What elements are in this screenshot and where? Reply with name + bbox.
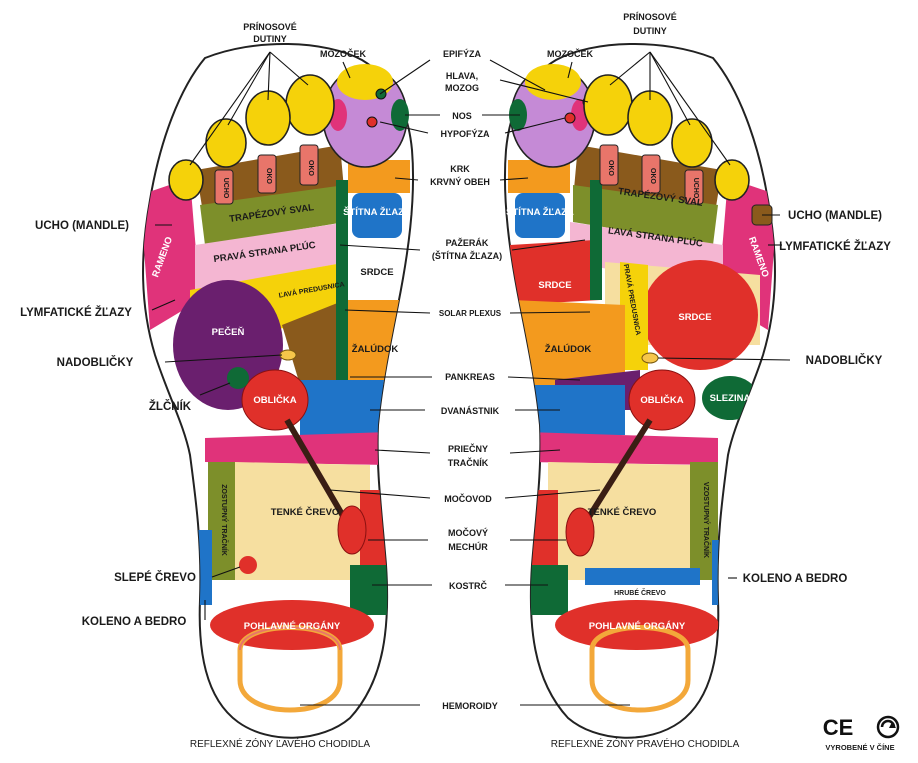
- left-toe-5: [169, 160, 203, 200]
- right-toe-2: [584, 75, 632, 135]
- left-stomach-label: ŽALÚDOK: [352, 343, 399, 355]
- left-thyroid-label: ŠTÍTNA ŽĽAZA: [343, 206, 411, 218]
- label-pazerak: PAŽERÁK(ŠTÍTNA ŽĽAZA): [432, 237, 502, 261]
- label-ucho-left: UCHO (MANDLE): [35, 220, 129, 232]
- label-solar-plexus: SOLAR PLEXUS: [439, 309, 502, 318]
- left-liver-label: PEČEŇ: [212, 326, 245, 338]
- made-in-china-label: VYROBENÉ V ČÍNE: [825, 743, 894, 752]
- label-hemoroidy: HEMOROIDY: [442, 701, 498, 711]
- right-small-heart-label: SRDCE: [538, 280, 571, 291]
- left-ucho-label: UCHO: [222, 178, 229, 199]
- label-slepe-crevo: SLEPÉ ČREVO: [114, 571, 196, 584]
- left-heart-label: SRDCE: [360, 267, 393, 278]
- left-oko-2-label: OKO: [265, 168, 272, 185]
- label-pankreas: PANKREAS: [445, 372, 495, 382]
- right-small-intestine-label: TENKÉ ČREVO: [588, 506, 657, 518]
- right-large-intestine-label: HRUBÉ ČREVO: [614, 588, 666, 597]
- label-nadoblicky-right: NADOBLIČKY: [806, 354, 883, 367]
- left-small-intestine-label: TENKÉ ČREVO: [271, 506, 340, 518]
- label-nadoblicky-left: NADOBLIČKY: [57, 356, 134, 369]
- label-hypofyza: HYPOFÝZA: [440, 128, 490, 139]
- right-small-heart-zone: [510, 240, 600, 305]
- label-hlava-mozog: HLAVA,MOZOG: [445, 71, 479, 93]
- left-kidney-label: OBLIČKA: [253, 394, 296, 406]
- caption-left-foot: REFLEXNÉ ZÓNY ĽAVÉHO CHODIDLA: [190, 737, 371, 750]
- right-large-intestine-zone: [585, 568, 700, 585]
- label-dvanastnik: DVANÁSTNIK: [441, 406, 500, 416]
- label-koleno-right: KOLENO A BEDRO: [743, 573, 848, 585]
- right-oko-1-label: OKO: [607, 160, 614, 177]
- right-spleen-label: SLEZINA: [710, 393, 751, 404]
- label-mozocek-right: MOZOČEK: [547, 48, 593, 59]
- label-ucho-right: UCHO (MANDLE): [788, 210, 882, 222]
- label-zlcnik: ŽLČNÍK: [149, 400, 192, 413]
- right-ascending-colon-label: VZOSTUPNÝ TRAČNÍK: [702, 482, 711, 558]
- label-mozocek-left: MOZOČEK: [320, 48, 366, 59]
- right-kidney-label: OBLIČKA: [640, 394, 683, 406]
- caption-right-foot: REFLEXNÉ ZÓNY PRAVÉHO CHODIDLA: [551, 737, 740, 750]
- right-heart-label: SRDCE: [678, 312, 711, 323]
- left-stomach-zone: [345, 300, 405, 385]
- left-toe-4: [206, 119, 246, 167]
- left-duodenum-zone: [300, 380, 405, 435]
- right-oko-2-label: OKO: [649, 168, 656, 185]
- left-adrenal-zone: [280, 350, 296, 360]
- left-foot: OKO OKO UCHO TRAPÉZOVÝ SVAL PRAVÁ STRANA…: [140, 44, 413, 738]
- label-mocovod: MOČOVOD: [444, 493, 492, 504]
- label-lymfaticke-left: LYMFATICKÉ ŽĽAZY: [20, 306, 132, 319]
- label-kostrc: KOSTRČ: [449, 580, 488, 591]
- right-stomach-label: ŽALÚDOK: [545, 343, 592, 355]
- right-foot: OKO OKO UCHO TRAPÉZOVÝ SVAL ĽAVÁ STRANA …: [505, 44, 778, 738]
- right-toe-4: [672, 119, 712, 167]
- ce-mark: CE: [823, 715, 854, 740]
- recycle-icon: [878, 717, 898, 737]
- left-gallbladder-zone: [227, 367, 249, 389]
- label-koleno-left: KOLENO A BEDRO: [82, 616, 187, 628]
- left-genital-label: POHLAVNÉ ORGÁNY: [244, 621, 341, 632]
- label-nos: NOS: [452, 111, 472, 121]
- left-descending-colon-label: ZOSTUPNÝ TRAČNÍK: [220, 484, 229, 556]
- left-oko-1-label: OKO: [307, 160, 314, 177]
- label-lymfaticke-right: LYMFATICKÉ ŽĽAZY: [779, 240, 891, 253]
- left-toe-2: [286, 75, 334, 135]
- right-toe-5: [715, 160, 749, 200]
- label-epifyza: EPIFÝZA: [443, 48, 482, 59]
- right-genital-label: POHLAVNÉ ORGÁNY: [589, 621, 686, 632]
- right-thyroid-label: ŠTÍTNA ŽĽAZA: [506, 206, 574, 218]
